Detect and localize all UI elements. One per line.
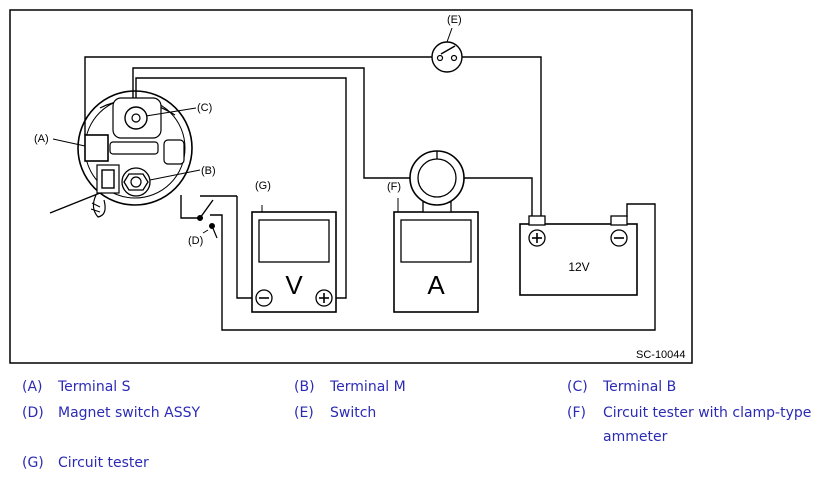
switch-e bbox=[431, 27, 463, 73]
callout-b: (B) bbox=[201, 165, 216, 177]
clamp-ammeter bbox=[393, 150, 479, 313]
callout-c: (C) bbox=[197, 102, 212, 114]
callout-a: (A) bbox=[34, 133, 49, 145]
legend-key: (B) bbox=[294, 379, 315, 395]
magnet-switch-assy bbox=[49, 90, 193, 218]
voltmeter bbox=[251, 205, 337, 313]
wires bbox=[84, 56, 656, 331]
legend-item-c: (C) Terminal B bbox=[567, 375, 676, 399]
legend-key: (G) bbox=[22, 455, 44, 471]
legend-item-a: (A) Terminal S bbox=[22, 375, 131, 399]
legend-item-g: (G) Circuit tester bbox=[22, 451, 149, 475]
legend-text: Switch bbox=[330, 405, 377, 421]
legend-text: Circuit tester with clamp-type ammeter bbox=[603, 405, 812, 445]
legend-text: Terminal S bbox=[58, 379, 131, 395]
legend-text: Terminal B bbox=[603, 379, 677, 395]
legend-text: Terminal M bbox=[330, 379, 406, 395]
ammeter-symbol: A bbox=[427, 270, 445, 300]
legend-key: (C) bbox=[567, 379, 588, 395]
callout-e: (E) bbox=[447, 14, 462, 26]
legend-item-e: (E) Switch bbox=[294, 401, 376, 425]
legend-item-b: (B) Terminal M bbox=[294, 375, 406, 399]
legend-text: Magnet switch ASSY bbox=[58, 405, 201, 421]
switch-d bbox=[197, 199, 218, 239]
battery bbox=[519, 215, 638, 296]
callout-g: (G) bbox=[255, 180, 271, 192]
battery-voltage: 12V bbox=[568, 260, 589, 274]
figure-code: SC-10044 bbox=[636, 349, 686, 361]
callout-leaders bbox=[52, 107, 201, 181]
legend-item-f: (F) Circuit tester with clamp-type ammete… bbox=[567, 401, 827, 449]
callout-d: (D) bbox=[188, 235, 203, 247]
callout-f: (F) bbox=[387, 181, 401, 193]
legend-key: (E) bbox=[294, 405, 314, 421]
diagram-frame bbox=[9, 9, 693, 364]
legend-key: (A) bbox=[22, 379, 43, 395]
legend-key: (D) bbox=[22, 405, 44, 421]
wiring-diagram: V A 12V (A) (B) (C) (D) (E) (F) (G) SC-1… bbox=[9, 9, 693, 364]
legend-key: (F) bbox=[567, 405, 586, 421]
voltmeter-symbol: V bbox=[285, 270, 303, 300]
legend-text: Circuit tester bbox=[58, 455, 149, 471]
legend-item-d: (D) Magnet switch ASSY bbox=[22, 401, 200, 425]
